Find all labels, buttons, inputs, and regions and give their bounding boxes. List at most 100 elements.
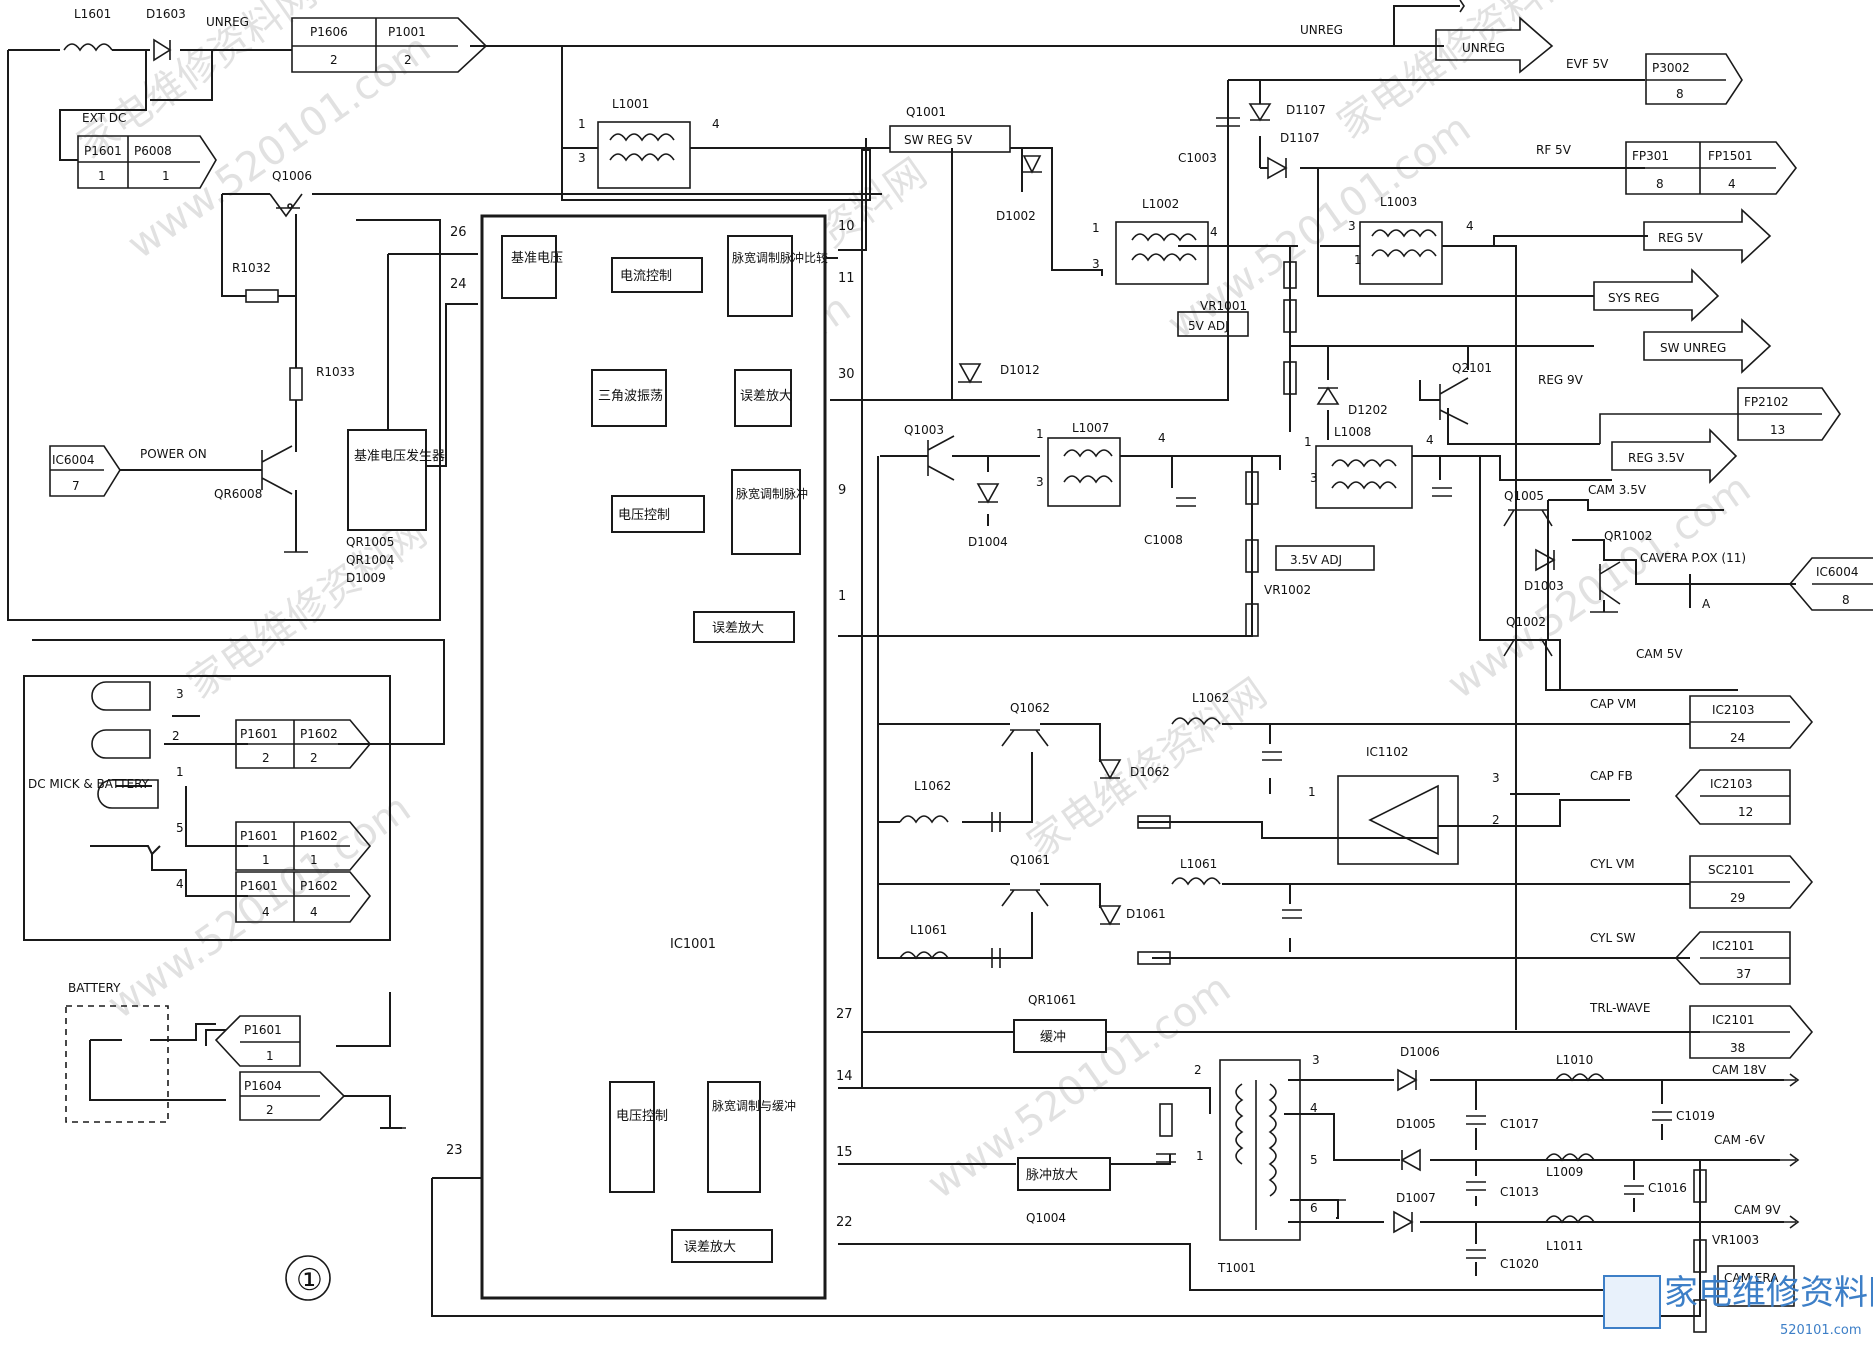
reg9v-label: REG 9V <box>1538 373 1584 387</box>
output-signal-label: CAP FB <box>1590 769 1633 783</box>
connector-c8: P1604 2 <box>239 1071 346 1121</box>
watermark: www.520101.com <box>1439 465 1759 708</box>
triangle-osc-label: 三角波振荡 <box>598 389 663 404</box>
connector-label: P1601 <box>240 727 278 741</box>
label-t-2: 2 <box>1194 1063 1202 1077</box>
output-signal-label: EVF 5V <box>1566 57 1609 71</box>
label-pin4e: 4 <box>1426 433 1434 447</box>
pwm-pulse-block <box>731 469 801 555</box>
label-d1012: D1012 <box>1000 363 1040 377</box>
label-l1062b: L1062 <box>914 779 951 793</box>
output-signal-label: CYL SW <box>1590 931 1636 945</box>
connector-label: P1601 <box>240 829 278 843</box>
label-opamp-1: 1 <box>1308 785 1316 799</box>
label-pin1: 1 <box>578 117 586 131</box>
label-q1061: Q1061 <box>1010 853 1050 867</box>
output-pin: 8 <box>1656 177 1664 191</box>
connector-c4: P1601 P1602 2 2 <box>235 719 372 769</box>
logo-text: 家电维修资料网 <box>1664 1273 1873 1313</box>
connector-label: P1001 <box>388 25 426 39</box>
label-q1001: Q1001 <box>906 105 946 119</box>
error-amp-top-block <box>734 369 792 427</box>
connector-pin: 2 <box>404 53 412 67</box>
pin-23: 23 <box>446 1143 463 1158</box>
output-cylvm: SC2101 29 CYL VM <box>1590 855 1814 909</box>
label-pin-1: 1 <box>176 765 184 779</box>
label-d1004: D1004 <box>968 535 1008 549</box>
label-q1002: Q1002 <box>1506 615 1546 629</box>
figure-number: ① <box>296 1263 323 1298</box>
label-power-on: POWER ON <box>140 447 207 461</box>
label-pin4: 4 <box>712 117 720 131</box>
output-pin: 13 <box>1770 423 1785 437</box>
label-d1202: D1202 <box>1348 403 1388 417</box>
rail-cam5: CAM 5V <box>1636 647 1683 661</box>
label-l1061a: L1061 <box>1180 857 1217 871</box>
connector-pin: 7 <box>72 479 80 493</box>
output-box-label: UNREG <box>1462 41 1505 55</box>
connector-pin: 1 <box>310 853 318 867</box>
buffer-block <box>1013 1019 1107 1053</box>
ref-gen-label: 基准电压发生器 <box>354 448 445 464</box>
current-control-block <box>611 257 703 293</box>
symbols <box>63 38 1707 1333</box>
rail-cam18: CAM 18V <box>1712 1063 1767 1077</box>
output-unreg: UNREG UNREG <box>1300 0 1554 74</box>
output-cylsw: IC2101 37 CYL SW <box>1590 931 1791 985</box>
connector-label: P1602 <box>300 879 338 893</box>
error-amp-top-label: 误差放大 <box>740 389 792 404</box>
label-c1016: C1016 <box>1648 1181 1687 1195</box>
connector-c2: P1601 P6008 1 1 <box>77 135 217 189</box>
label-opamp-2: 2 <box>1492 813 1500 827</box>
label-pin1c: 1 <box>1354 253 1362 267</box>
figure-number-circle <box>285 1255 331 1301</box>
label-pin-4: 4 <box>176 877 184 891</box>
label-d1006: D1006 <box>1400 1045 1440 1059</box>
label-d1107b: D1107 <box>1280 131 1320 145</box>
pin-10: 10 <box>838 219 855 234</box>
output-reg5: REG 5V <box>1643 208 1772 264</box>
buffer-label: 缓冲 <box>1040 1030 1066 1045</box>
label-d1003: D1003 <box>1524 579 1564 593</box>
label-qr1061: QR1061 <box>1028 993 1076 1007</box>
connector-label: P1606 <box>310 25 348 39</box>
label-t-4: 4 <box>1310 1101 1318 1115</box>
label-sw-reg: SW REG 5V <box>904 133 973 147</box>
output-rf: FP301 FP1501 8 4 RF 5V <box>1536 141 1798 195</box>
pin-26: 26 <box>450 225 467 240</box>
connector-pin: 2 <box>262 751 270 765</box>
label-r1033: R1033 <box>316 365 355 379</box>
output-capvm: IC2103 24 CAP VM <box>1590 695 1814 749</box>
rail-cam-era: CAM ERA <box>1724 1271 1779 1285</box>
logo-num: 520101.com <box>1780 1323 1862 1338</box>
connector-pin: 1 <box>98 169 106 183</box>
error-amp-mid-block <box>693 611 795 643</box>
label-t-5: 5 <box>1310 1153 1318 1167</box>
output-box-label: P3002 <box>1652 61 1690 75</box>
label-q1003: Q1003 <box>904 423 944 437</box>
ref-voltage-label: 基准电压 <box>511 251 563 266</box>
label-qr1005: QR1005 <box>346 535 394 549</box>
label-c1017: C1017 <box>1500 1117 1539 1131</box>
label-pin3: 3 <box>578 151 586 165</box>
output-box-label: FP1501 <box>1708 149 1753 163</box>
label-pin4c: 4 <box>1466 219 1474 233</box>
pwm-buffer-block <box>707 1081 761 1193</box>
connector-label: P1601 <box>244 1023 282 1037</box>
label-l1062a: L1062 <box>1192 691 1229 705</box>
output-sysreg: SYS REG <box>1593 268 1720 322</box>
pin-22: 22 <box>836 1215 853 1230</box>
label-l1011: L1011 <box>1546 1239 1583 1253</box>
label-d1009: D1009 <box>346 571 386 585</box>
label-pin1d: 1 <box>1036 427 1044 441</box>
label-pin1b: 1 <box>1092 221 1100 235</box>
error-amp-low-label: 误差放大 <box>684 1240 736 1255</box>
label-vr1003: VR1003 <box>1712 1233 1759 1247</box>
output-ic6004: IC6004 8 <box>1788 557 1873 611</box>
output-box-label: SW UNREG <box>1660 341 1726 355</box>
label-vr1001: VR1001 <box>1200 299 1247 313</box>
output-signal-label: TRL-WAVE <box>1589 1001 1650 1015</box>
connector-pin: 1 <box>162 169 170 183</box>
connector-c5: P1601 P1602 1 1 <box>235 821 372 871</box>
connector-label: P1601 <box>240 879 278 893</box>
